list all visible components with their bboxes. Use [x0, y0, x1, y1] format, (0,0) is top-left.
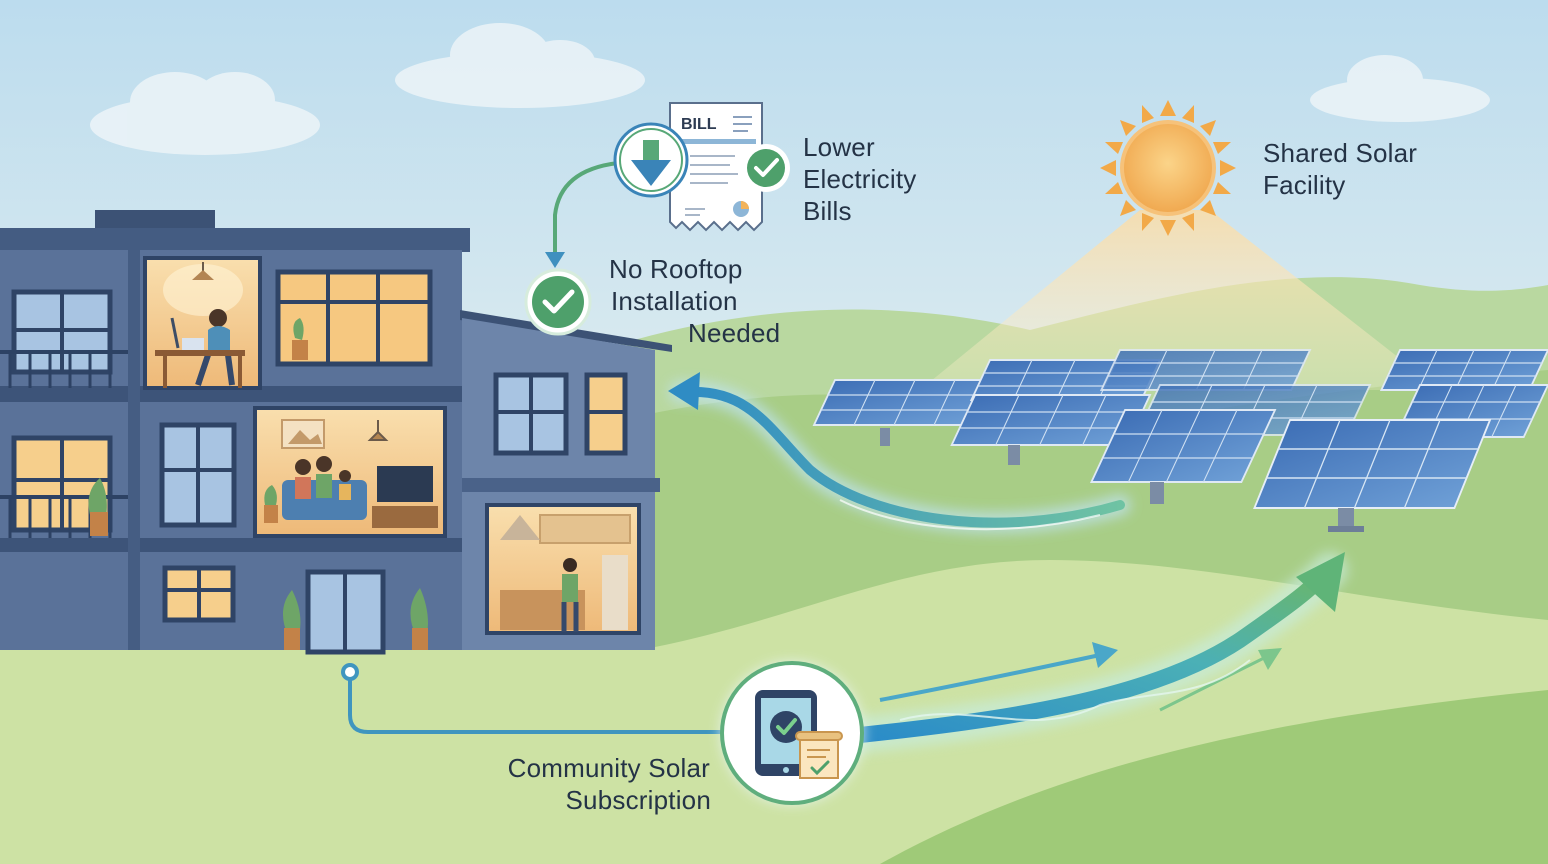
lower-bills-line-1: Lower: [803, 132, 875, 162]
apartment-building: [0, 210, 672, 655]
subscription-connector: [348, 672, 725, 734]
bill-check-icon: [742, 144, 790, 192]
bill-connector: [553, 161, 619, 255]
foreground-hill: [880, 690, 1548, 864]
no-rooftop-line-3: Needed: [688, 318, 781, 348]
bill-document-icon: BILL: [669, 102, 763, 232]
download-arrow-icon: [613, 122, 689, 198]
solar-panel: [950, 394, 1152, 446]
shared-facility-line-2: Facility: [1263, 170, 1346, 200]
no-rooftop-line-2: Installation: [611, 286, 738, 316]
community-subscription-line-1: Community Solar: [507, 753, 710, 783]
arrow-head-field: [1296, 552, 1345, 612]
arrow-head-home: [668, 372, 700, 410]
contract-scroll-icon: [795, 731, 843, 779]
solar-panel: [1099, 349, 1312, 391]
tablet-check-icon: [720, 661, 864, 805]
shared-facility-line-1: Shared Solar: [1263, 138, 1418, 168]
no-rooftop-label: No Rooftop Installation Needed: [609, 253, 780, 349]
solar-panel: [1089, 409, 1277, 483]
lower-bills-line-2: Electricity: [803, 164, 917, 194]
bill-title: BILL: [681, 116, 717, 133]
lower-bills-label: Lower Electricity Bills: [803, 131, 916, 227]
no-rooftop-line-1: No Rooftop: [609, 254, 743, 284]
solar-panel-field: [812, 349, 1548, 532]
clouds: [90, 23, 1490, 155]
check-badge-icon: [524, 268, 592, 336]
sun-icon: [1100, 100, 1236, 236]
sun-beam: [920, 210, 1440, 390]
lower-bills-line-3: Bills: [803, 196, 852, 226]
solar-panel: [1253, 419, 1492, 509]
shared-facility-label: Shared Solar Facility: [1263, 137, 1417, 201]
community-subscription-line-2: Subscription: [565, 785, 711, 815]
community-subscription-label: Community Solar Subscription: [493, 752, 711, 816]
